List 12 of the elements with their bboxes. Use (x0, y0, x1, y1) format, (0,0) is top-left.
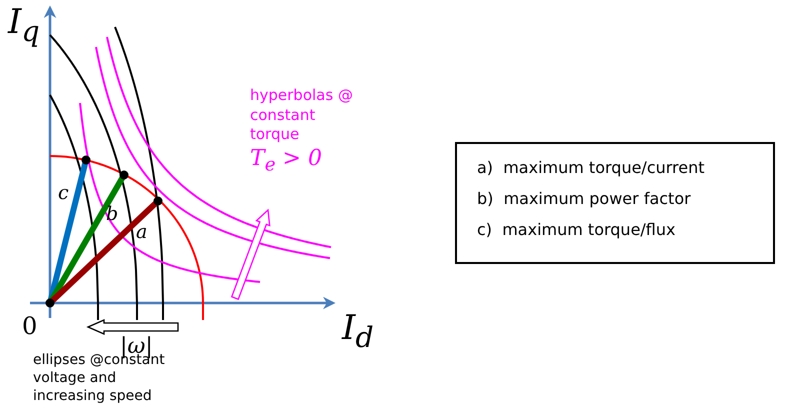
annotation-text: hyperbolas @ constant torque (250, 86, 354, 144)
legend-item: c) maximum torque/flux (477, 220, 676, 239)
curve-label: c (58, 183, 69, 204)
origin-label: 0 (22, 313, 38, 340)
axis-label: I$_{q}$ (8, 4, 40, 47)
legend-item: a) maximum torque/current (477, 158, 705, 177)
torque-condition: T$_{e}$ > 0 (250, 147, 322, 176)
curve-label: a (136, 222, 148, 243)
curve-label: b (106, 204, 118, 225)
legend-box (455, 142, 775, 264)
axis-label: I$_{d}$ (342, 310, 374, 353)
legend-item: b) maximum power factor (477, 189, 691, 208)
